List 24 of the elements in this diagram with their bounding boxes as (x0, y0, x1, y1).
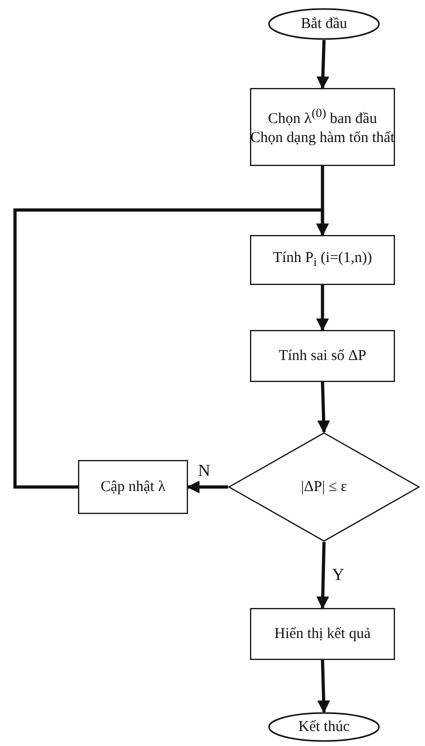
decision-diamond (228, 432, 420, 542)
arrow (186, 480, 228, 494)
terminal-ellipse (268, 8, 380, 40)
node-text: Chọn dạng hàm tổn thất (250, 129, 395, 148)
arrow (317, 660, 330, 714)
arrow (316, 542, 330, 610)
node-text: Hiển thị kết quả (274, 624, 371, 644)
node-text: Chọn λ$^{(0)}$ ban đầu (268, 106, 377, 129)
terminal-ellipse (268, 712, 380, 742)
node-text: Cập nhật λ (100, 478, 166, 496)
process-box (250, 330, 395, 382)
arrow (13, 208, 329, 489)
node-text: Kết thúc (298, 718, 350, 736)
process-box (250, 235, 395, 285)
process-box (250, 88, 395, 166)
node-text: Bắt đầu (300, 14, 348, 34)
arrow (316, 285, 329, 332)
node-text: Tính P$_{i}$ (i=(1,n)) (272, 249, 372, 271)
process-box (78, 460, 188, 514)
arrow (316, 40, 330, 90)
arrow (317, 382, 330, 434)
node-text: Tính sai số ΔP (278, 346, 366, 366)
node-text: |ΔP| ≤ ε (300, 478, 348, 496)
process-box (250, 608, 395, 660)
